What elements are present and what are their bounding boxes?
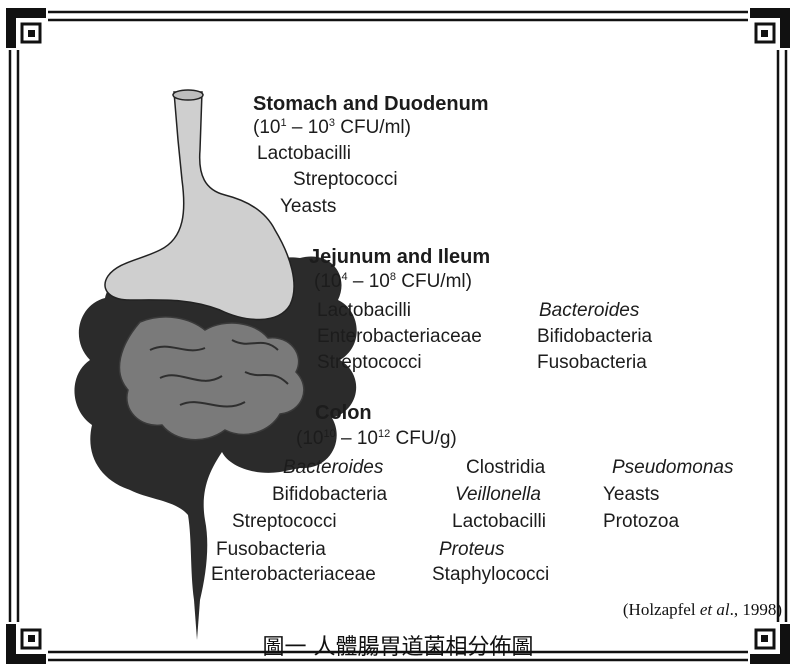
colon-range-exp-1: 10 [323, 428, 335, 440]
colon-organism: Yeasts [603, 484, 659, 506]
jejunum-organism: Bacteroides [539, 300, 639, 322]
stomach-range-base: (10 [253, 117, 280, 138]
jejunum-organism: Bifidobacteria [537, 326, 652, 348]
colon-organism: Veillonella [455, 484, 541, 506]
colon-organism: Bifidobacteria [272, 484, 387, 506]
colon-range-exp-2: 12 [378, 428, 390, 440]
stomach-organism: Lactobacilli [257, 143, 351, 165]
citation-suffix: ., 1998) [730, 600, 782, 619]
colon-organism: Clostridia [466, 457, 545, 479]
jejunum-range-mid: – 10 [348, 271, 390, 292]
colon-organism: Proteus [439, 539, 504, 561]
colon-organism: Fusobacteria [216, 539, 326, 561]
stomach-organism: Yeasts [280, 196, 336, 218]
jejunum-heading: Jejunum and Ileum [309, 246, 490, 268]
citation: (Holzapfel et al., 1998) [623, 600, 782, 620]
colon-range-base: (10 [296, 428, 323, 449]
jejunum-range-unit: CFU/ml) [396, 271, 472, 292]
colon-organism: Lactobacilli [452, 511, 546, 533]
colon-organism: Streptococci [232, 511, 337, 533]
colon-heading: Colon [315, 402, 372, 424]
jejunum-organism: Fusobacteria [537, 352, 647, 374]
colon-organism: Bacteroides [283, 457, 383, 479]
colon-range-mid: – 10 [336, 428, 378, 449]
jejunum-organism: Enterobacteriaceae [317, 326, 482, 348]
colon-cfu-range: (1010 – 1012 CFU/g) [296, 428, 457, 450]
colon-range-unit: CFU/g) [390, 428, 457, 449]
colon-organism: Staphylococci [432, 564, 549, 586]
jejunum-organism: Lactobacilli [317, 300, 411, 322]
colon-organism: Pseudomonas [612, 457, 733, 479]
stomach-cfu-range: (101 – 103 CFU/ml) [253, 117, 411, 139]
jejunum-organism: Streptococci [317, 352, 422, 374]
figure-caption: 圖一 人體腸胃道菌相分佈圖 [0, 629, 796, 661]
colon-organism: Enterobacteriaceae [211, 564, 376, 586]
jejunum-range-base: (10 [314, 271, 341, 292]
colon-organism: Protozoa [603, 511, 679, 533]
stomach-range-unit: CFU/ml) [335, 117, 411, 138]
stomach-organism: Streptococci [293, 169, 398, 191]
jejunum-cfu-range: (104 – 108 CFU/ml) [314, 271, 472, 293]
citation-prefix: (Holzapfel [623, 600, 700, 619]
stomach-heading: Stomach and Duodenum [253, 93, 489, 115]
stomach-range-mid: – 10 [287, 117, 329, 138]
citation-etal: et al [700, 600, 730, 619]
